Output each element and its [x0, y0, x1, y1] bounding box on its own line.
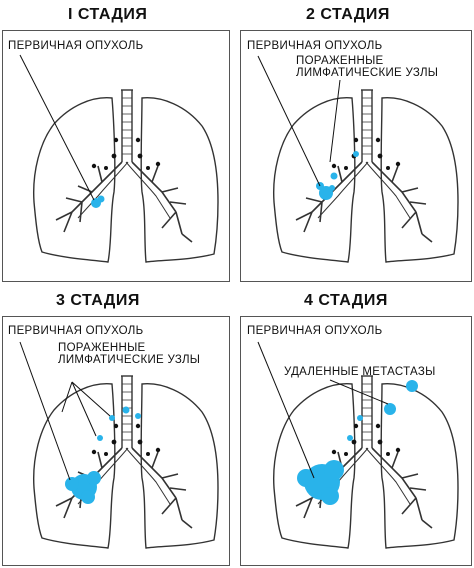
stage-3-affected-label: ПОРАЖЕННЫЕ: [58, 342, 146, 354]
stage-4-metastases-label: УДАЛЕННЫЕ МЕТАСТАЗЫ: [284, 366, 436, 378]
stage-4-metastasis: [384, 403, 396, 415]
stage-2-affected-label: ПОРАЖЕННЫЕ: [296, 55, 384, 67]
stage-3-lymph-nodes-label: ЛИМФАТИЧЕСКИЕ УЗЛЫ: [58, 354, 201, 366]
stage-2-lymph-nodes-label: ЛИМФАТИЧЕСКИЕ УЗЛЫ: [296, 67, 439, 79]
stage-2-primary-tumor-label: ПЕРВИЧНАЯ ОПУХОЛЬ: [247, 40, 383, 52]
stage-1-primary-tumor-label: ПЕРВИЧНАЯ ОПУХОЛЬ: [8, 40, 144, 52]
stage-2-title: 2 СТАДИЯ: [306, 6, 390, 23]
stage-3-primary-tumor-label: ПЕРВИЧНАЯ ОПУХОЛЬ: [8, 325, 144, 337]
stage-4-primary-tumor-label: ПЕРВИЧНАЯ ОПУХОЛЬ: [247, 325, 383, 337]
stage-4-title: 4 СТАДИЯ: [304, 292, 388, 309]
stage-2-node-affected: [330, 172, 338, 180]
stage-3-title: 3 СТАДИЯ: [56, 292, 140, 309]
stage-1-title: I СТАДИЯ: [68, 6, 148, 23]
